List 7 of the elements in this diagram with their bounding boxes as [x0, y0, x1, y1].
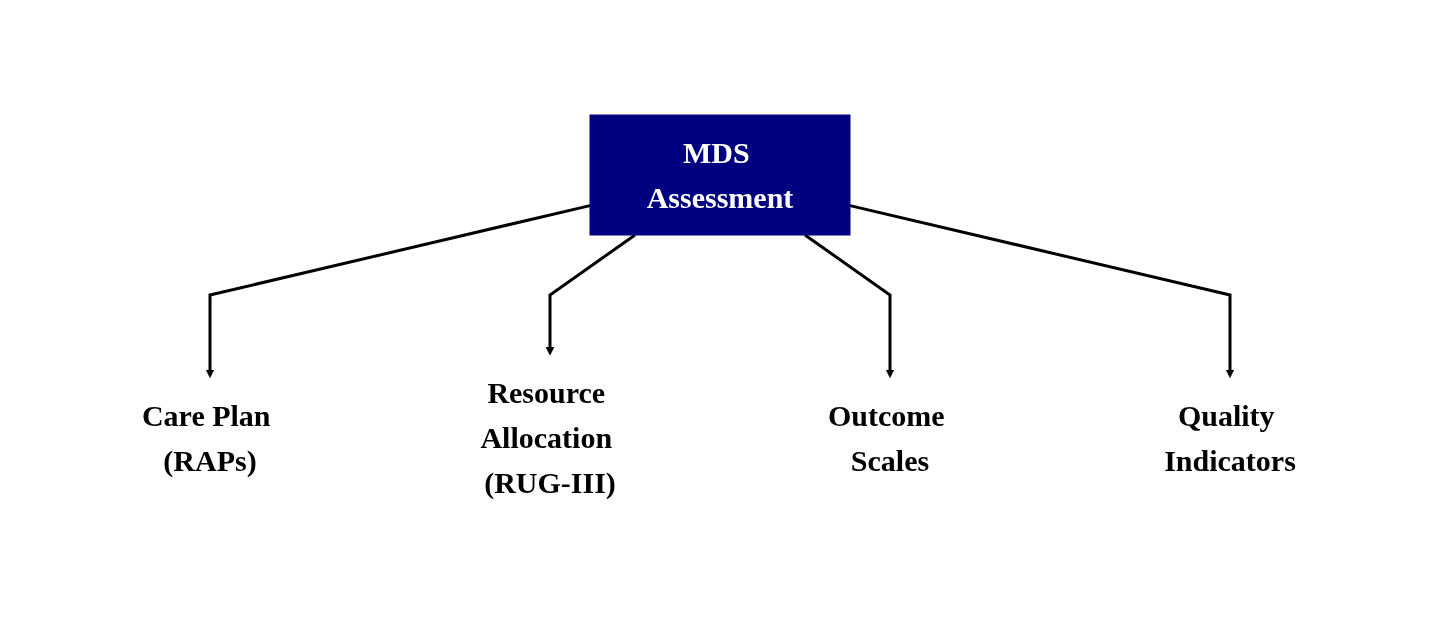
arrow — [205, 204, 590, 378]
node-text: Care Plan (RAPs) — [141, 398, 271, 477]
node-text: Outcome Scales — [827, 398, 945, 477]
node-text: Quality Indicators — [1163, 398, 1296, 477]
node-text: Resource Allocation (RUG-III) — [479, 376, 616, 499]
arrow — [849, 204, 1234, 378]
node-box: MDS Assessment — [589, 114, 850, 236]
